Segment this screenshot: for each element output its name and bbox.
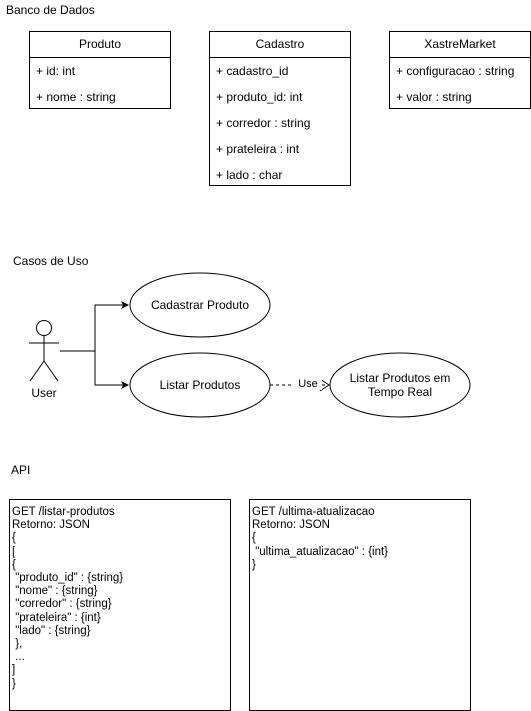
use-relation-arrowhead [319,378,330,392]
arrowhead-cadastrar [121,301,129,309]
class-attribute: + produto_id: int [216,90,303,104]
class-attribute: + cadastro_id [216,64,289,78]
class-attribute: + configuracao : string [396,64,515,78]
api-text-line: }, [12,638,23,651]
actor-label: User [31,386,57,400]
class-attribute: + id: int [36,64,76,78]
api-text-line: } [252,558,256,571]
actor-figure [29,320,59,382]
api-text-line: ] [12,664,16,677]
api-text-line: "prateleira" : {int} [12,611,101,624]
api-text-line: "ultima_atualizacao" : {int} [252,545,389,558]
class-xastremarket[interactable]: XastreMarket + configuracao : string + v… [389,31,531,109]
class-title: Cadastro [210,32,350,58]
api-text-line: { [12,558,16,571]
api-text-line: [ [12,545,16,558]
api-text-line: "nome" : {string} [12,585,98,598]
section-title-database: Banco de Dados [6,3,95,17]
actor-connectors [60,304,124,386]
api-text-line: } [12,677,16,690]
class-produto[interactable]: Produto + id: int + nome : string [29,31,171,109]
api-text-line: { [12,532,16,545]
section-title-usecases: Casos de Uso [13,254,89,268]
class-cadastro[interactable]: Cadastro + cadastro_id + produto_id: int… [209,31,351,186]
section-title-api: API [11,463,31,477]
api-text-line: "lado" : {string} [12,624,91,637]
class-attribute: + valor : string [396,90,472,104]
usecase-cadastrar-shape [129,272,271,338]
class-title: XastreMarket [390,32,530,58]
class-title: Produto [30,32,170,58]
usecase-listar[interactable]: Listar Produtos [159,378,241,392]
class-attribute: + prateleira : int [216,142,300,156]
arrowhead-listar [121,381,129,389]
api-text-line: Retorno: JSON [12,519,90,532]
usecase-cadastrar[interactable]: Cadastrar Produto [150,298,250,312]
api-text-line: GET /ultima-atualizacao [252,506,375,518]
class-attribute: + lado : char [216,168,283,182]
actor-leg-left [29,360,45,382]
api-text-line: GET /listar-produtos [12,506,115,518]
use-relation-label: Use [294,378,322,390]
api-text-line: Retorno: JSON [252,519,330,532]
api-text-line: ... [12,651,25,664]
connector-to-cadastrar [60,304,124,352]
api-text-line: "produto_id" : {string} [12,572,124,585]
actor-leg-right [43,360,59,382]
class-attribute: + nome : string [36,90,116,104]
usecase-tempo-real-shape [329,352,471,418]
usecase-tempo-real[interactable]: Listar Produtos em Tempo Real [349,371,451,399]
api-text-line: "corredor" : {string} [12,598,112,611]
actor-head [36,320,52,336]
connector-to-listar [60,350,124,386]
class-attribute: + corredor : string [216,116,311,130]
api-text-line: { [252,532,256,545]
